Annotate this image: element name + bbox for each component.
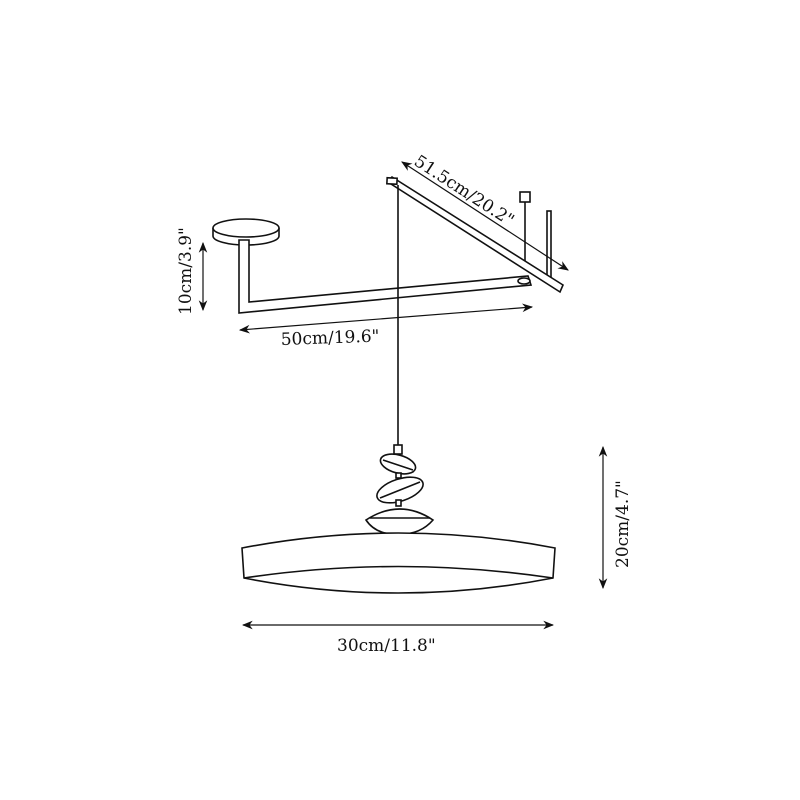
vertical-stick [546, 210, 552, 280]
dimension-arrow-arm-length [238, 303, 534, 334]
dimension-label-diagonal: 51.5cm/20.2" [410, 151, 517, 230]
lamp-arm [238, 239, 533, 314]
dimension-label-shade-diameter: 30cm/11.8" [337, 636, 436, 656]
dimension-label-arm-length: 50cm/19.6" [280, 327, 379, 350]
dimension-label-arm-height: 10cm/3.9" [176, 227, 196, 315]
pendant-lamp [241, 444, 556, 594]
dimension-label-height: 20cm/4.7" [613, 480, 633, 568]
dimension-arrow-diagonal [401, 161, 569, 271]
ceiling-canopy [212, 218, 280, 246]
arm-joint [517, 277, 531, 285]
small-fitting [519, 191, 531, 203]
